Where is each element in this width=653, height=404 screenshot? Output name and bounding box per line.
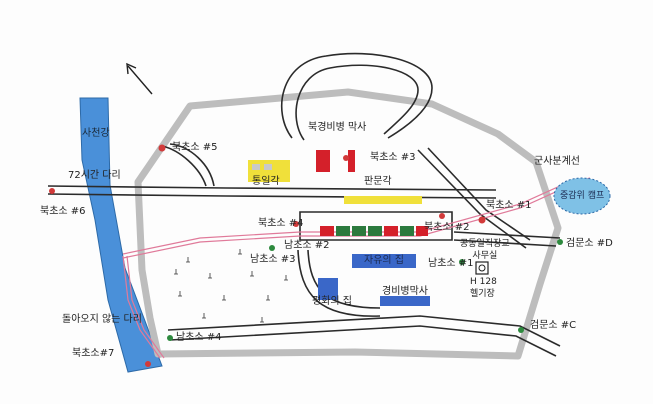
north-post-7-label: 북초소#7 [72, 348, 115, 359]
jsa-perimeter [134, 88, 562, 360]
north-post-6-label: 북초소 #6 [40, 206, 86, 217]
north-post-4-label: 북초소 #4 [258, 218, 304, 229]
north-post-3-label: 북초소 #3 [370, 152, 416, 163]
helipad-icon [475, 261, 489, 275]
south-post-marker [459, 259, 465, 265]
south-post-1-label: 남초소 #1 [428, 258, 474, 269]
checkpoint-c-label: 검문소 #C [530, 320, 577, 331]
north-post-5-label: 북초소 #5 [172, 142, 218, 153]
roads [47, 52, 561, 357]
checkpoint-d-label: 검문소 #D [566, 238, 613, 249]
freedom-house-label: 자유의 집 [364, 255, 404, 266]
north-post-marker [439, 213, 445, 219]
vegetation [174, 249, 288, 323]
north-post-marker [158, 144, 166, 152]
north-post-marker [145, 361, 151, 367]
checkpoint-marker [518, 327, 524, 333]
south-post-marker [269, 245, 275, 251]
bridge-no-return-label: 돌아오지 않는 다리 [62, 314, 142, 325]
south-post-3-label: 남초소 #3 [250, 254, 296, 265]
peace-house-label: 평화의 집 [312, 296, 352, 307]
south-post-marker [167, 335, 173, 341]
north-post-2-label: 북초소 #2 [424, 222, 470, 233]
south-post-2-label: 남초소 #2 [284, 240, 330, 251]
north-post-marker [49, 188, 55, 194]
nntc-camp [553, 177, 611, 215]
helipad-label: H 128 헬기장 [470, 277, 497, 299]
bridge-72h-label: 72시간 다리 [68, 170, 121, 181]
north-post-marker [293, 221, 299, 227]
jsa-office-label: 공동일직장교 사무실 [460, 239, 510, 261]
peace-house [318, 278, 338, 300]
river [79, 97, 163, 373]
freedom-house [352, 254, 416, 268]
north-barracks-a [316, 150, 330, 172]
border-label: 군사분계선 [534, 156, 580, 167]
checkpoint-marker [557, 239, 563, 245]
panmungak [344, 196, 422, 204]
south-barracks-label: 경비병막사 [382, 286, 428, 297]
south-post-4-label: 남초소 #4 [176, 332, 222, 343]
north-barracks-b [348, 150, 355, 172]
north-post-marker [343, 155, 349, 161]
nntc-camp-label: 중감위 캠프 [560, 191, 605, 201]
panmungak-label: 판문각 [364, 176, 392, 187]
river-label: 사천강 [82, 128, 110, 139]
tongil-pavilion-label: 통일각 [252, 176, 280, 187]
north-barracks-label: 북경비병 막사 [308, 122, 367, 133]
north-arrow-icon [126, 62, 153, 95]
south-barracks [380, 296, 430, 306]
north-post-marker [478, 216, 486, 224]
north-post-1-label: 북초소 #1 [486, 200, 532, 211]
